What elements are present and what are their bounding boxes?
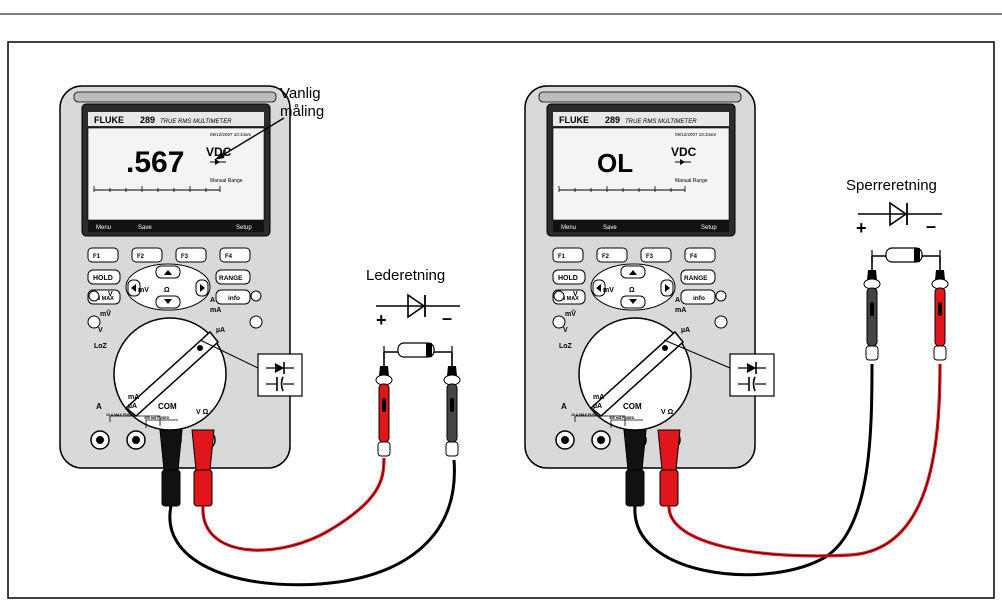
meter-left-fused-label: 10 A MAX FUSED	[106, 413, 135, 417]
meter-right-softkey-4[interactable]: Setup	[701, 225, 717, 231]
dial-label-ma-r: mA	[675, 307, 686, 314]
dial-label-mv-dc: mV	[138, 287, 149, 294]
left-probe-red	[375, 352, 393, 457]
dial-label-mv-dc-r: mV	[603, 287, 614, 294]
meter-right-f4[interactable]: F4	[690, 254, 698, 260]
meter-left-jack-a: A	[96, 402, 102, 411]
meter-left-range-button[interactable]: RANGE	[219, 275, 243, 282]
reverse-minus: –	[926, 216, 936, 236]
meter-right-power-icon[interactable]	[553, 290, 565, 302]
right-diode-cap-icon	[729, 353, 775, 397]
right-callout-line	[663, 339, 731, 369]
meter-left-jack-ma: mA	[128, 394, 139, 401]
meter-left-jack-ua: µA	[128, 403, 137, 410]
meter-left-reading: .567	[126, 146, 184, 179]
meter-left-backlight-icon[interactable]	[250, 290, 262, 302]
meter-left-softkey-1[interactable]: Menu	[96, 225, 111, 231]
meter-right-softkey-2[interactable]: Save	[603, 225, 617, 231]
dial-label-v-dc-r: V	[563, 327, 568, 334]
normal-measurement-line2: måling	[280, 103, 324, 120]
meter-right-jack-ma: mA	[593, 394, 604, 401]
dial-label-mv-ac: mṼ	[100, 309, 111, 318]
dial-label-loz: LoZ	[94, 343, 108, 350]
meter-left-softkey-4[interactable]: Setup	[236, 225, 252, 231]
dial-label-ohm-r: Ω	[629, 287, 635, 294]
meter-right-f1[interactable]: F1	[558, 254, 566, 260]
reverse-label: Sperreretning	[846, 177, 937, 194]
meter-left-minmax-button[interactable]: MIN MAX	[90, 296, 114, 302]
meter-right-fused2-label: 400 mA FUSED	[609, 416, 635, 420]
meter-left-hold-button[interactable]: HOLD	[93, 275, 113, 282]
dial-label-mv-ac-r: mṼ	[565, 309, 576, 318]
meter-left-status: 09/12/2007 10:34am	[210, 132, 252, 137]
dial-label-ua-r: µA	[681, 327, 690, 334]
meter-right-info-button[interactable]: info	[693, 295, 705, 302]
meter-left-brand: FLUKE	[94, 115, 124, 125]
meter-right-reading: OL	[597, 148, 633, 178]
meter-left-model-desc: TRUE RMS MULTIMETER	[160, 119, 232, 125]
reverse-plus: +	[856, 218, 867, 238]
meter-left-jack-com: COM	[158, 402, 177, 411]
meter-right-brand: FLUKE	[559, 115, 589, 125]
forward-minus: –	[442, 308, 452, 328]
meter-right-unit: VDC	[671, 145, 697, 159]
forward-diode-symbol	[376, 293, 460, 319]
forward-label: Lederetning	[366, 267, 445, 284]
meter-right-jack-ua: µA	[593, 403, 602, 410]
dial-label-v-ac: Ṽ	[108, 289, 113, 298]
meter-left-jack-v: V Ω	[196, 409, 209, 416]
meter-right-fused-label: 10 A MAX FUSED	[571, 413, 600, 417]
meter-left-f1[interactable]: F1	[93, 254, 101, 260]
meter-left-f3[interactable]: F3	[181, 254, 189, 260]
meter-right-range-note: Manual Range	[675, 178, 708, 184]
meter-right-softkey-1[interactable]: Menu	[561, 225, 576, 231]
dial-label-ohm: Ω	[164, 287, 170, 294]
dial-label-ma: mA	[210, 307, 221, 314]
meter-left-range-note: Manual Range	[210, 178, 243, 184]
meter-left-fused2-label: 400 mA FUSED	[144, 416, 170, 420]
right-leads	[623, 363, 942, 577]
meter-left-f4[interactable]: F4	[225, 254, 233, 260]
reverse-diode-symbol	[858, 201, 942, 227]
meter-left-unit: VDC	[206, 145, 232, 159]
meter-left-softkey-2[interactable]: Save	[138, 225, 152, 231]
right-probe-red	[931, 256, 949, 361]
figure-frame	[7, 41, 995, 599]
meter-right-minmax-button[interactable]: MIN MAX	[555, 296, 579, 302]
left-probe-black	[443, 352, 461, 457]
meter-left: FLUKE 289 TRUE RMS MULTIMETER 09/12/2007…	[59, 85, 291, 469]
normal-measurement-arrow	[217, 117, 285, 159]
dial-label-a: A	[210, 297, 215, 304]
meter-right-hold-button[interactable]: HOLD	[558, 275, 578, 282]
meter-right-jack-a: A	[561, 402, 567, 411]
dial-label-v-ac-r: Ṽ	[573, 289, 578, 298]
meter-right-range-button[interactable]: RANGE	[684, 275, 708, 282]
left-leads	[159, 429, 456, 587]
left-diode-component	[383, 342, 453, 358]
dial-label-loz-r: LoZ	[559, 343, 573, 350]
meter-right-status: 09/12/2007 10:34am	[675, 132, 717, 137]
meter-right-jack-v: V Ω	[661, 409, 674, 416]
normal-measurement-line1: Vanlig	[280, 85, 321, 102]
right-diode-component	[871, 247, 941, 263]
meter-left-power-icon[interactable]	[88, 290, 100, 302]
left-callout-line	[199, 339, 259, 369]
meter-right-jack-com: COM	[623, 402, 642, 411]
left-diode-cap-icon	[257, 353, 303, 397]
meter-right-f2[interactable]: F2	[602, 254, 610, 260]
meter-right: FLUKE 289 TRUE RMS MULTIMETER 09/12/2007…	[524, 85, 756, 469]
meter-left-model: 289	[140, 115, 155, 125]
meter-left-f2[interactable]: F2	[137, 254, 145, 260]
meter-right-model: 289	[605, 115, 620, 125]
dial-label-ua: µA	[216, 327, 225, 334]
meter-right-backlight-icon[interactable]	[715, 290, 727, 302]
meter-left-info-button[interactable]: info	[228, 295, 240, 302]
meter-right-model-desc: TRUE RMS MULTIMETER	[625, 119, 697, 125]
right-probe-black	[863, 256, 881, 361]
meter-right-f3[interactable]: F3	[646, 254, 654, 260]
dial-label-a-r: A	[675, 297, 680, 304]
dial-label-v-dc: V	[98, 327, 103, 334]
forward-plus: +	[376, 310, 387, 330]
